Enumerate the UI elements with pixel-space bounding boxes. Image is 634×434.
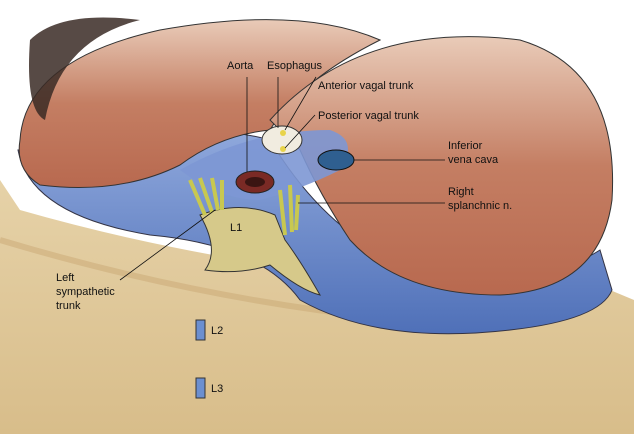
label-l3: L3 <box>211 383 224 395</box>
label-splanchnic-line2: splanchnic n. <box>448 200 513 212</box>
label-aorta: Aorta <box>227 60 254 72</box>
label-sympathetic-line1: Left <box>56 272 75 284</box>
label-sympathetic-line3: trunk <box>56 300 81 312</box>
leader-lines <box>119 76 445 281</box>
label-ivc-line1: Inferior <box>448 140 483 152</box>
label-splanchnic-line1: Right <box>448 186 474 198</box>
vertebra-l1 <box>199 207 322 296</box>
right-dome <box>269 36 614 296</box>
label-anterior-vagal-trunk: Anterior vagal trunk <box>318 80 414 92</box>
l3-marker <box>195 377 206 399</box>
inferior-vena-cava <box>317 149 355 171</box>
label-l1: L1 <box>230 222 243 234</box>
esophagus <box>261 125 303 155</box>
label-l2: L2 <box>211 325 224 337</box>
l2-marker <box>195 319 206 341</box>
label-ivc-line2: vena cava <box>448 154 499 166</box>
label-posterior-vagal-trunk: Posterior vagal trunk <box>318 110 419 122</box>
label-esophagus: Esophagus <box>267 60 323 72</box>
label-sympathetic-line2: sympathetic <box>56 286 115 298</box>
splanchnic-nerves <box>188 177 300 236</box>
